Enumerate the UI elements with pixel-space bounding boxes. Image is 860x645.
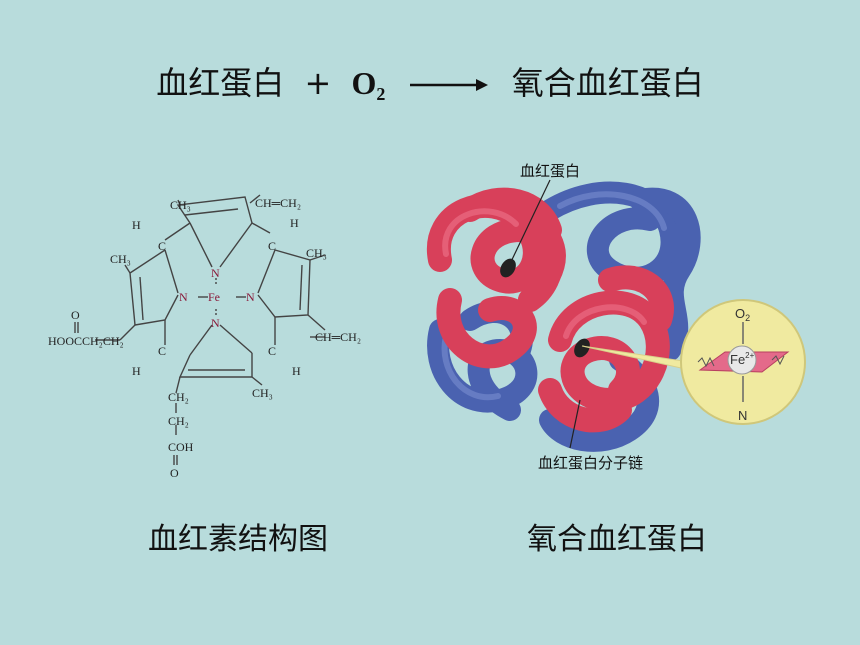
heme-structure-diagram: CH₃ CH═CH₂ H H C C CH₃ CH₃ N N Fe N N O … bbox=[48, 194, 361, 480]
label-c-left-bottom: C bbox=[158, 344, 166, 358]
label-ch3-right: CH₃ bbox=[306, 246, 327, 260]
label-ch2-b: CH₂ bbox=[168, 414, 189, 428]
label-ch3-left: CH₃ bbox=[110, 252, 131, 266]
label-c-right-bottom: C bbox=[268, 344, 276, 358]
label-hemoglobin-chain: 血红蛋白分子链 bbox=[538, 454, 643, 472]
reaction-arrow-icon bbox=[409, 79, 488, 91]
label-h-right-top: H bbox=[290, 216, 299, 230]
label-n-right: N bbox=[246, 290, 255, 304]
label-h-right-bottom: H bbox=[292, 364, 301, 378]
oxygen-formula: O2 bbox=[351, 65, 386, 104]
label-cooh: COH bbox=[168, 440, 194, 454]
label-ch3-bottom: CH₃ bbox=[252, 386, 273, 400]
label-fe: Fe bbox=[208, 290, 220, 304]
inset-o2-label: O2 bbox=[735, 306, 750, 323]
reaction-equation: 血红蛋白 + O2 氧合血红蛋白 bbox=[0, 58, 860, 105]
label-n-top: N bbox=[211, 266, 220, 280]
reactant-text: 血红蛋白 bbox=[156, 64, 285, 102]
inset-fe-label: Fe2+ bbox=[730, 351, 755, 367]
label-c-right-top: C bbox=[268, 239, 276, 253]
label-o-left: O bbox=[71, 308, 80, 322]
label-c-left-top: C bbox=[158, 239, 166, 253]
plus-sign: + bbox=[304, 64, 332, 102]
label-h-left-top: H bbox=[132, 218, 141, 232]
heme-caption: 血红素结构图 bbox=[148, 522, 328, 557]
iron-binding-inset: O2 Fe2+ N bbox=[680, 299, 806, 425]
hemoglobin-illustration: O2 Fe2+ N 血红蛋白 血红蛋白分子链 bbox=[426, 162, 806, 472]
label-vinyl-top: CH═CH₂ bbox=[255, 196, 301, 210]
hemoglobin-caption: 氧合血红蛋白 bbox=[527, 522, 707, 557]
inset-n-label: N bbox=[738, 408, 747, 423]
label-o-bottom: O bbox=[170, 466, 179, 480]
label-n-left: N bbox=[179, 290, 188, 304]
label-hoocch2ch2: HOOCCH₂CH₂ bbox=[48, 334, 124, 348]
label-ch2-a: CH₂ bbox=[168, 390, 189, 404]
label-vinyl-right: CH═CH₂ bbox=[315, 330, 361, 344]
label-n-bottom: N bbox=[211, 316, 220, 330]
label-hemoglobin: 血红蛋白 bbox=[520, 162, 580, 180]
product-text: 氧合血红蛋白 bbox=[511, 64, 704, 102]
label-ch3-top: CH₃ bbox=[170, 198, 191, 212]
label-h-left-bottom: H bbox=[132, 364, 141, 378]
